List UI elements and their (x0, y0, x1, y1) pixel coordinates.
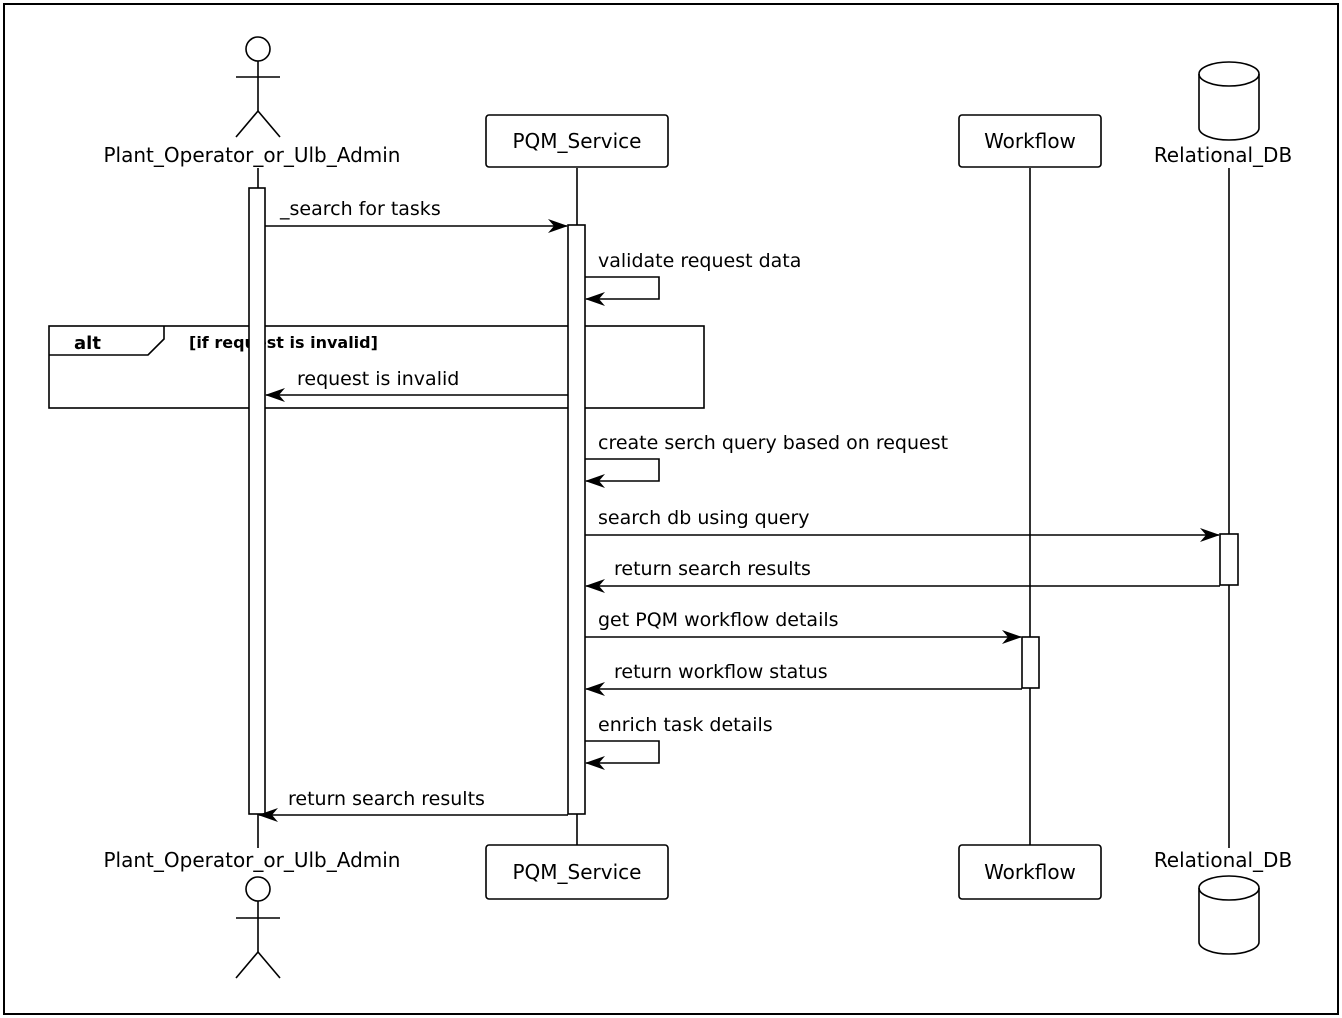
message-label-10: return search results (288, 788, 485, 810)
participant-service-bottom-label: PQM_Service (513, 860, 642, 884)
message-label-6: return search results (614, 558, 811, 580)
actor-operator-bottom (235, 876, 281, 979)
participant-service-top (485, 114, 669, 168)
database-bottom-icon (1198, 875, 1260, 955)
actor-head-icon (245, 876, 271, 902)
participant-db-bottom-label: Relational_DB (1154, 848, 1292, 872)
message-label-8: return workflow status (614, 661, 828, 683)
participant-db-top-label: Relational_DB (1154, 143, 1292, 167)
self-arrow-4 (585, 458, 660, 488)
activation-operator (248, 187, 266, 815)
message-label-9: enrich task details (598, 714, 773, 736)
participant-workflow-bottom-label: Workflow (984, 860, 1076, 884)
message-label-4: create serch query based on request (598, 432, 948, 454)
self-arrow-9 (585, 740, 660, 770)
message-label-3: request is invalid (297, 368, 459, 390)
participant-operator-bottom-label: Plant_Operator_or_Ulb_Admin (103, 848, 400, 872)
activation-workflow (1021, 636, 1040, 689)
participant-workflow-top (958, 114, 1102, 168)
participant-service-top-label: PQM_Service (513, 129, 642, 153)
activation-db (1219, 533, 1239, 586)
activation-service (567, 224, 586, 815)
diagram-border (3, 3, 1339, 1015)
actor-head-icon (245, 36, 271, 62)
participant-workflow-top-label: Workflow (984, 129, 1076, 153)
alt-guard: [if request is invalid] (189, 333, 378, 352)
self-arrow-2 (585, 276, 660, 306)
actor-operator-top (235, 36, 281, 138)
message-label-7: get PQM workflow details (598, 609, 839, 631)
message-label-2: validate request data (598, 250, 801, 272)
participant-service-bottom (485, 844, 669, 900)
message-label-1: _search for tasks (279, 198, 441, 220)
alt-frame: alt [if request is invalid] (48, 325, 705, 409)
participant-operator-top-label: Plant_Operator_or_Ulb_Admin (103, 143, 400, 167)
database-top-icon (1198, 61, 1260, 141)
message-label-5: search db using query (598, 507, 810, 529)
participant-workflow-bottom (958, 844, 1102, 900)
alt-keyword: alt (74, 333, 101, 354)
